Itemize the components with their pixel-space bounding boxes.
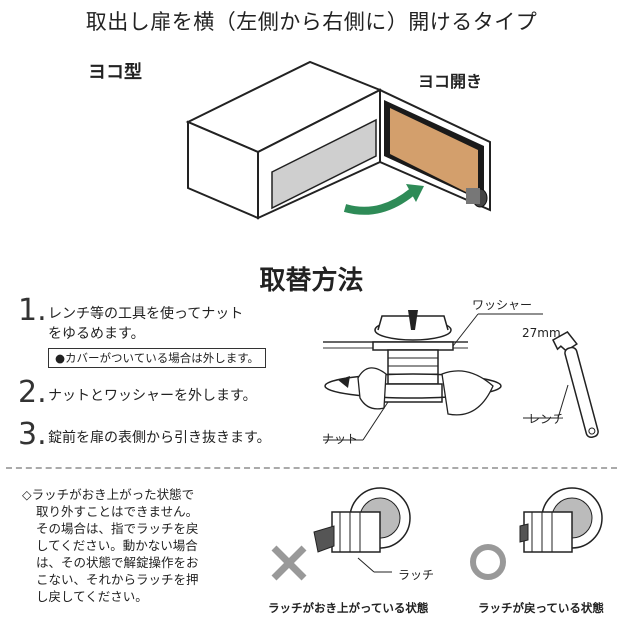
- latch-note-line-7: し戻してください。: [36, 589, 148, 604]
- latch-note: ◇ラッチがおき上がった状態で 取り外すことはできません。 その場合は、指でラッチ…: [22, 486, 199, 605]
- latch-returned-illustration: [470, 487, 603, 580]
- step-1-text: レンチ等の工具を使ってナット をゆるめます。: [48, 304, 243, 344]
- nut-label: ナット: [322, 432, 359, 446]
- type-label: ヨコ型: [88, 62, 142, 83]
- circle-ok-icon: [470, 544, 506, 580]
- step-1-number: 1.: [18, 293, 47, 328]
- section-divider: [6, 467, 617, 469]
- latch-note-line-2: 取り外すことはできません。: [36, 504, 199, 519]
- lock-removal-diagram: [323, 310, 599, 441]
- caption-latch-raised: ラッチがおき上がっている状態: [268, 601, 429, 615]
- open-direction-label: ヨコ開き: [418, 72, 483, 91]
- step-2-text: ナットとワッシャーを外します。: [48, 388, 257, 404]
- latch-note-line-5: は、その状態で解錠操作をお: [36, 555, 199, 570]
- step-1-line-1: レンチ等の工具を使ってナット: [48, 306, 244, 322]
- cover-note: ●カバーがついている場合は外します。: [48, 348, 267, 368]
- step-2-number: 2.: [18, 375, 47, 410]
- latch-raised-illustration: [271, 487, 411, 581]
- latch-note-line-1: ◇ラッチがおき上がった状態で: [22, 487, 195, 502]
- caption-latch-returned: ラッチが戻っている状態: [478, 601, 604, 615]
- wrench-label: レンチ: [528, 412, 565, 426]
- step-1-line-2: をゆるめます。: [48, 326, 145, 342]
- step-3-text: 錠前を扉の表側から引き抜きます。: [48, 430, 271, 446]
- latch-note-line-3: その場合は、指でラッチを戻: [36, 521, 199, 536]
- section-title: 取替方法: [259, 266, 364, 296]
- mailbox-illustration: [185, 60, 491, 220]
- washer-label: ワッシャー: [472, 298, 533, 312]
- cross-icon: [271, 545, 307, 581]
- size-label: 27mm: [522, 326, 561, 340]
- step-3-number: 3.: [18, 417, 47, 452]
- page-title: 取出し扉を横（左側から右側に）開けるタイプ: [85, 10, 538, 34]
- latch-note-line-6: こない、それからラッチを押: [36, 572, 199, 587]
- latch-note-line-4: してください。動かない場合: [36, 538, 198, 553]
- latch-label: ラッチ: [398, 568, 435, 582]
